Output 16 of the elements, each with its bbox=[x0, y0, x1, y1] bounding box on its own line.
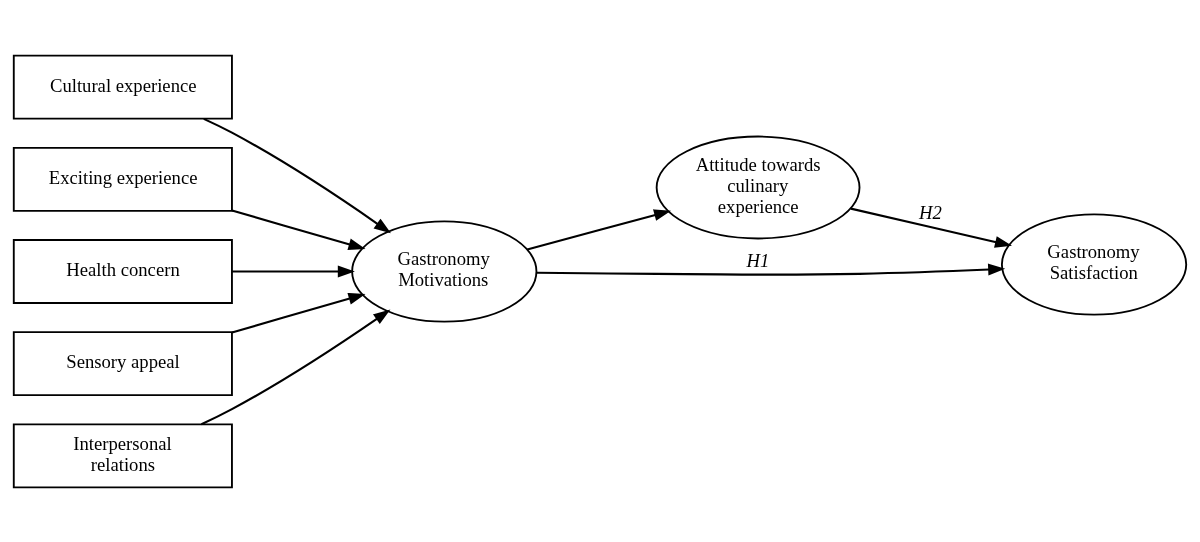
edge-label: H1 bbox=[746, 249, 770, 271]
arrow bbox=[536, 263, 1006, 276]
edge-label: H2 bbox=[919, 201, 942, 223]
arrow bbox=[850, 207, 1012, 248]
node-ellipse: Gastronomy Satisfaction bbox=[1000, 212, 1188, 316]
arrow bbox=[201, 308, 391, 425]
node-box: Interpersonal relations bbox=[12, 422, 233, 488]
node-box: Sensory appeal bbox=[12, 330, 233, 396]
node-box: Health concern bbox=[12, 238, 233, 304]
arrow bbox=[527, 208, 672, 250]
arrow bbox=[231, 209, 366, 250]
arrow bbox=[232, 265, 355, 277]
node-box: Cultural experience bbox=[12, 54, 233, 120]
node-box: Exciting experience bbox=[12, 146, 233, 212]
arrow bbox=[203, 117, 391, 233]
arrow bbox=[231, 292, 366, 333]
